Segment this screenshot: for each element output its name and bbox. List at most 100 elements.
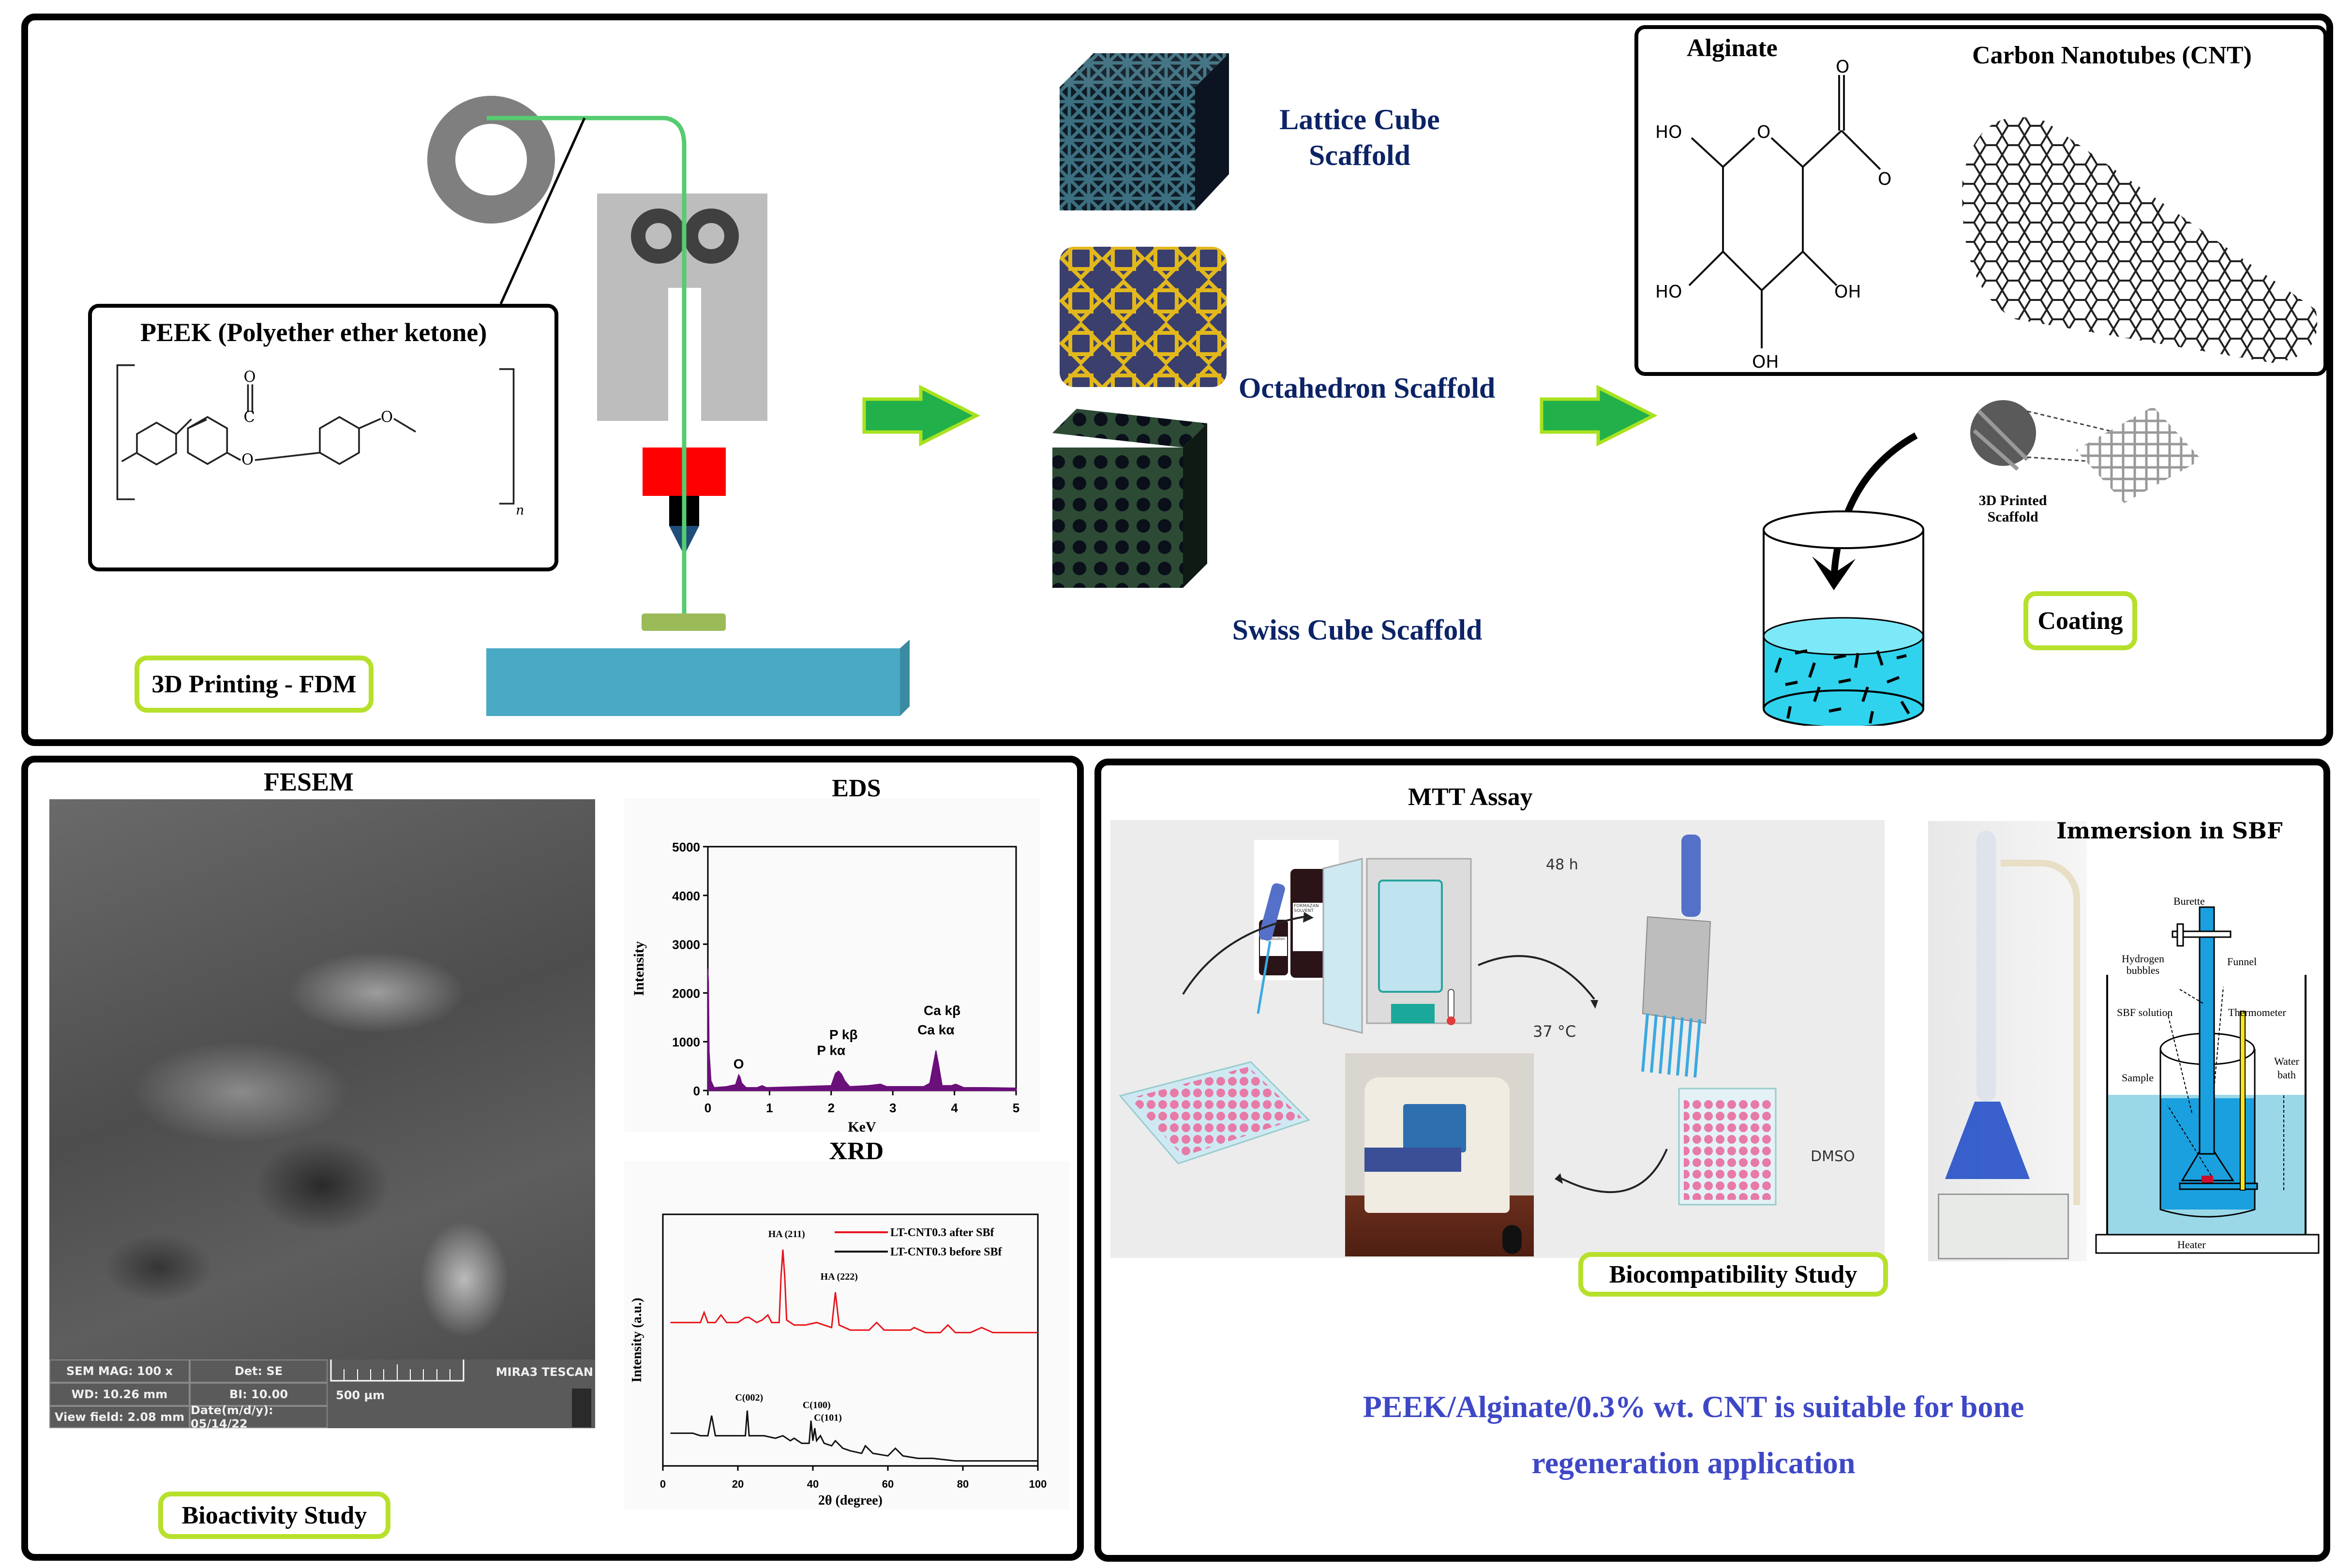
- sbf-label-heater: Heater: [2177, 1239, 2206, 1251]
- peek-chemical-structure: O C O O n: [116, 364, 524, 518]
- y-tick-label: 2000: [672, 986, 700, 1001]
- sbf-label-sample: Sample: [2122, 1072, 2154, 1084]
- peek-ether-o1: O: [241, 451, 254, 468]
- biocompatibility-label: Biocompatibility Study: [1609, 1260, 1858, 1288]
- microplate-reader-screen: [1403, 1104, 1466, 1152]
- sem-info-bar: SEM MAG: 100 x Det: SE WD: 10.26 mm BI: …: [49, 1359, 595, 1431]
- x-tick-label: 4: [951, 1101, 958, 1115]
- flow-arrow-2: [1540, 385, 1658, 447]
- sbf-label-water-bath-line2: bath: [2277, 1069, 2296, 1081]
- sbf-label-hydrogen: Hydrogen bubbles: [2122, 953, 2164, 976]
- peek-subscript-n: n: [516, 503, 524, 518]
- y-axis-label: Intensity: [631, 941, 647, 996]
- sbf-label-hydrogen-line2: bubbles: [2126, 964, 2160, 976]
- xrd-title: XRD: [829, 1137, 884, 1165]
- multichannel-pipette-icon: [1641, 835, 1711, 1078]
- sbf-label-thermometer: Thermometer: [2228, 1006, 2286, 1018]
- incubator-time: 48 h: [1546, 856, 1578, 873]
- y-tick-label: 5000: [672, 840, 700, 854]
- data-annotation: O: [734, 1057, 744, 1072]
- fesem-image: [49, 799, 595, 1385]
- sbf-label-burette: Burette: [2173, 895, 2205, 907]
- y-tick-label: 1000: [672, 1035, 700, 1049]
- coating-label: Coating: [2037, 607, 2123, 635]
- peek-ether-o2: O: [381, 409, 393, 426]
- alginate-ho1: HO: [1655, 122, 1682, 142]
- series-line: [670, 1249, 1038, 1333]
- callout-line: [499, 117, 586, 305]
- bioactivity-tag: Bioactivity Study: [158, 1492, 390, 1539]
- carbon-nanotube-illustration: [1962, 117, 2318, 363]
- eds-title: EDS: [832, 775, 881, 802]
- alginate-structure: HO O O O HO OH OH: [1655, 57, 1891, 372]
- alginate-oh1: OH: [1834, 282, 1861, 302]
- sem-date: Date(m/d/y): 05/14/22: [190, 1404, 328, 1431]
- sbf-stirrer-plate: [1938, 1194, 2069, 1259]
- peek-title: PEEK (Polyether ether ketone): [140, 318, 487, 347]
- build-plate: [486, 648, 900, 716]
- data-annotation: Ca kβ: [924, 1003, 960, 1018]
- x-tick-label: 3: [889, 1101, 896, 1115]
- sem-wd: WD: 10.26 mm: [49, 1383, 190, 1406]
- heater: [2095, 1234, 2320, 1254]
- legend-label: LT-CNT0.3 before SBf: [890, 1246, 1002, 1258]
- data-annotation: P kβ: [829, 1027, 858, 1042]
- conclusion-line2: regeneration application: [1531, 1446, 1856, 1480]
- printed-part: [642, 613, 726, 631]
- coating-tag: Coating: [2023, 591, 2137, 650]
- swiss-cube-scaffold-image: [1052, 409, 1207, 588]
- printing-method-tag: 3D Printing - FDM: [135, 656, 374, 713]
- drive-gear-left: [631, 209, 686, 264]
- flow-arrow-1: [862, 385, 980, 447]
- sbf-setup-diagram: [2095, 906, 2320, 1254]
- plot-frame: [707, 846, 1017, 1091]
- sem-bi: BI: 10.00: [190, 1383, 328, 1406]
- alginate-carboxyl-o: O: [1878, 169, 1891, 189]
- x-tick-label: 60: [882, 1478, 894, 1490]
- x-tick-label: 0: [704, 1101, 711, 1115]
- sem-instrument: MIRA3 TESCAN: [495, 1365, 593, 1379]
- dmso-label: DMSO: [1811, 1148, 1855, 1165]
- x-tick-label: 40: [807, 1478, 819, 1490]
- data-annotation: P kα: [817, 1043, 845, 1058]
- series-line: [670, 1410, 1038, 1462]
- cnt-particles: [1774, 649, 1910, 724]
- thermometer: [2240, 1011, 2246, 1191]
- sem-view-field: View field: 2.08 mm: [49, 1406, 190, 1428]
- microplate-reader-photo: [1345, 1053, 1534, 1256]
- sbf-label-funnel: Funnel: [2227, 956, 2257, 968]
- sbf-label-hydrogen-line1: Hydrogen: [2122, 953, 2164, 965]
- data-annotation: HA (222): [821, 1271, 858, 1282]
- peek-structure-box: PEEK (Polyether ether ketone) O C O O n: [88, 304, 558, 571]
- x-axis-label: KeV: [848, 1119, 876, 1132]
- sem-scale-bar: [330, 1359, 464, 1382]
- legend-label: LT-CNT0.3 after SBf: [890, 1226, 994, 1239]
- sbf-label-water-bath-line1: Water: [2274, 1055, 2299, 1067]
- biocompatibility-tag: Biocompatibility Study: [1578, 1252, 1888, 1297]
- alginate-ho2: HO: [1655, 282, 1682, 302]
- sbf-condenser: [1977, 831, 1996, 1102]
- lattice-cube-scaffold-image: [1060, 53, 1229, 210]
- y-tick-label: 0: [693, 1084, 700, 1098]
- thermometer-icon: [1448, 989, 1454, 1019]
- octahedron-scaffold-image: [1060, 247, 1227, 387]
- pipette-icon: [1257, 883, 1285, 1014]
- x-tick-label: 1: [766, 1101, 773, 1115]
- burette: [2199, 906, 2215, 1155]
- fesem-title: FESEM: [264, 767, 354, 796]
- printed-scaffold-caption: 3D Printed Scaffold: [1972, 493, 2054, 525]
- printed-scaffold-caption-line1: 3D Printed: [1978, 493, 2047, 508]
- data-annotation: HA (211): [768, 1229, 805, 1239]
- data-annotation: Ca kα: [917, 1022, 954, 1037]
- sample: [2202, 1176, 2213, 1183]
- peek-carbonyl-c: C: [244, 409, 255, 426]
- x-tick-label: 5: [1013, 1101, 1019, 1115]
- data-annotation: C(101): [814, 1412, 842, 1423]
- conclusion-line1: PEEK/Alginate/0.3% wt. CNT is suitable f…: [1363, 1389, 2024, 1424]
- scaffold-label-swiss: Swiss Cube Scaffold: [1232, 614, 1483, 646]
- x-tick-label: 20: [732, 1478, 744, 1490]
- alginate-ring-o: O: [1757, 122, 1770, 142]
- scaffold-label-lattice-line1: Lattice Cube: [1279, 104, 1440, 135]
